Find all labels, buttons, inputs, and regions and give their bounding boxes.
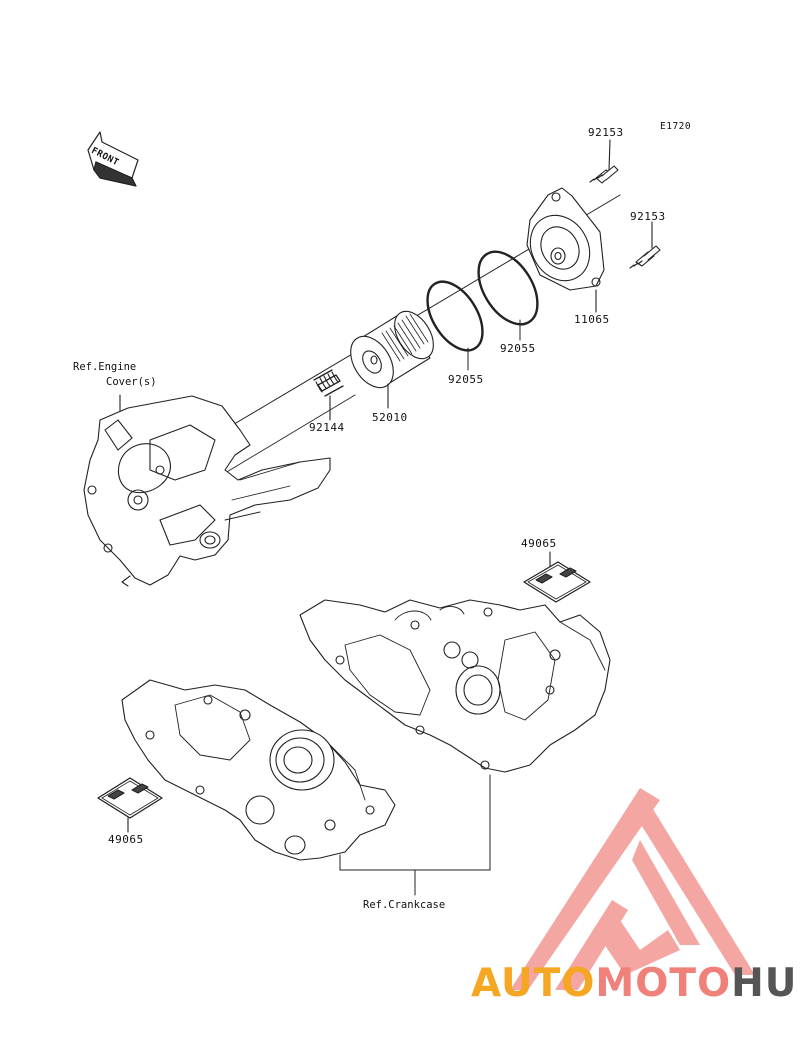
bolt-92153-right [629, 221, 661, 269]
oil-filter-cover-11065 [526, 187, 605, 313]
diagram-code: E1720 [660, 121, 692, 132]
part-number-49065-right[interactable]: 49065 [521, 537, 557, 550]
engine-cover-outline [83, 394, 331, 587]
part-number-52010[interactable]: 52010 [372, 411, 408, 424]
oil-filter-52010 [350, 310, 434, 409]
part-number-49065-left[interactable]: 49065 [108, 833, 144, 846]
crankcase-left-half [121, 679, 396, 861]
ref-engine-cover-line2: Cover(s) [106, 376, 157, 388]
watermark-logo [510, 788, 755, 990]
ref-engine-cover-line1: Ref.Engine [73, 361, 137, 373]
o-ring-92055-large [477, 250, 539, 341]
part-number-92144[interactable]: 92144 [309, 421, 345, 434]
part-number-92055-b[interactable]: 92055 [448, 373, 484, 386]
crankcase-ref-bracket [339, 774, 491, 896]
crankcase-right-half [299, 599, 611, 773]
part-number-92153-right[interactable]: 92153 [630, 210, 666, 223]
bolt-92153-top [589, 139, 619, 184]
watermark-auto: AUTO [471, 961, 596, 1006]
watermark-moto: MOTO [595, 961, 732, 1006]
spring-92144 [313, 369, 344, 421]
gasket-49065-right [523, 551, 591, 603]
watermark-text: AUTOMOTOHUB [471, 961, 800, 1006]
part-number-92055-a[interactable]: 92055 [500, 342, 536, 355]
part-number-11065[interactable]: 11065 [574, 313, 610, 326]
o-ring-92055-small [426, 280, 484, 371]
front-arrow-icon [87, 131, 139, 187]
part-number-92153-top[interactable]: 92153 [588, 126, 624, 139]
watermark-hub: HUB [731, 961, 800, 1006]
gasket-49065-left [97, 777, 163, 833]
ref-crankcase: Ref.Crankcase [363, 899, 446, 911]
